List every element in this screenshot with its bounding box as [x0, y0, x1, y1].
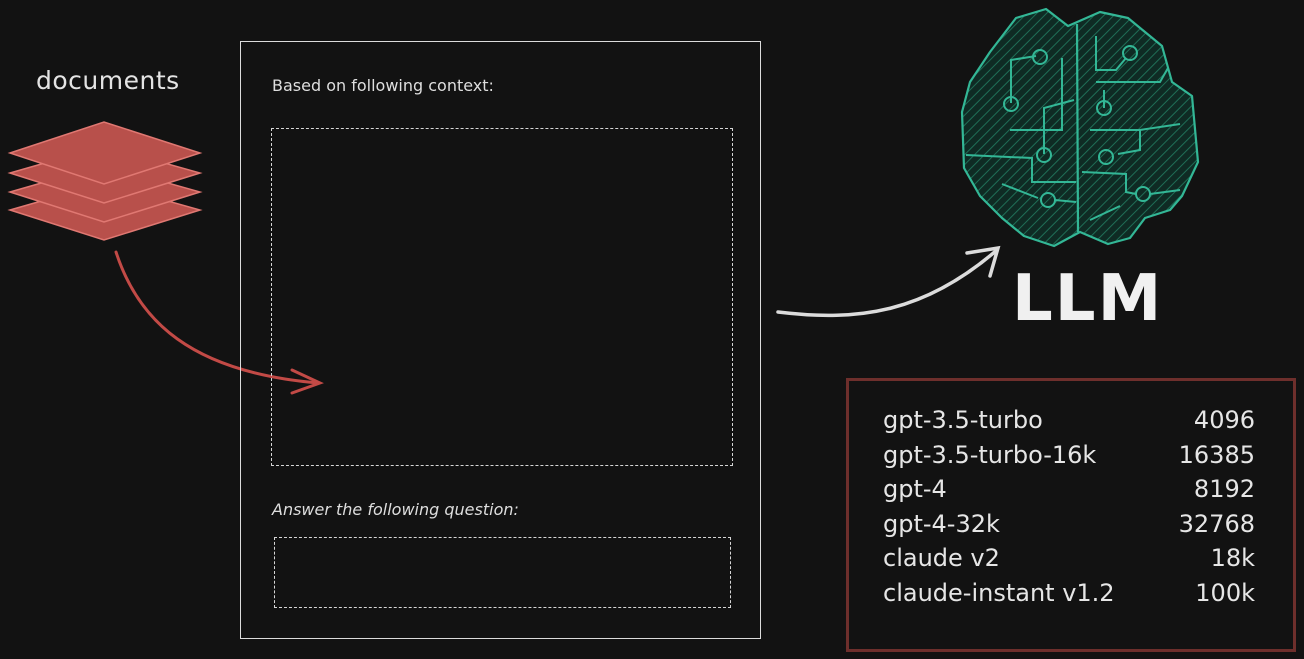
model-name: gpt-4	[883, 475, 947, 504]
context-instruction-label: Based on following context:	[272, 76, 494, 95]
brain-circuit-icon	[960, 7, 1200, 248]
model-token-limit: 18k	[1210, 544, 1255, 573]
model-row: gpt-3.5-turbo 4096	[883, 403, 1293, 438]
model-row: gpt-3.5-turbo-16k 16385	[883, 438, 1293, 473]
model-row: claude v2 18k	[883, 541, 1293, 576]
model-token-limit: 100k	[1195, 578, 1255, 607]
model-context-limits-table: gpt-3.5-turbo 4096 gpt-3.5-turbo-16k 163…	[846, 378, 1296, 652]
model-row: claude-instant v1.2 100k	[883, 576, 1293, 611]
llm-label: LLM	[1012, 262, 1164, 336]
model-name: claude v2	[883, 544, 1000, 573]
prompt-template-box	[240, 41, 761, 639]
model-name: claude-instant v1.2	[883, 578, 1115, 607]
model-token-limit: 16385	[1178, 440, 1255, 469]
question-placeholder-area	[274, 537, 731, 608]
context-placeholder-area	[271, 128, 733, 466]
documents-arrow-icon	[114, 250, 324, 395]
model-name: gpt-3.5-turbo-16k	[883, 440, 1097, 469]
model-token-limit: 8192	[1193, 475, 1255, 504]
document-layer	[7, 121, 203, 185]
llm-arrow-icon	[776, 245, 1001, 318]
model-token-limit: 32768	[1178, 509, 1255, 538]
documents-stack-icon	[7, 121, 203, 241]
question-instruction-label: Answer the following question:	[272, 500, 519, 519]
documents-label: documents	[36, 66, 180, 95]
model-row: gpt-4-32k 32768	[883, 507, 1293, 542]
model-token-limit: 4096	[1193, 406, 1255, 435]
model-row: gpt-4 8192	[883, 472, 1293, 507]
model-name: gpt-4-32k	[883, 509, 1000, 538]
model-name: gpt-3.5-turbo	[883, 406, 1043, 435]
